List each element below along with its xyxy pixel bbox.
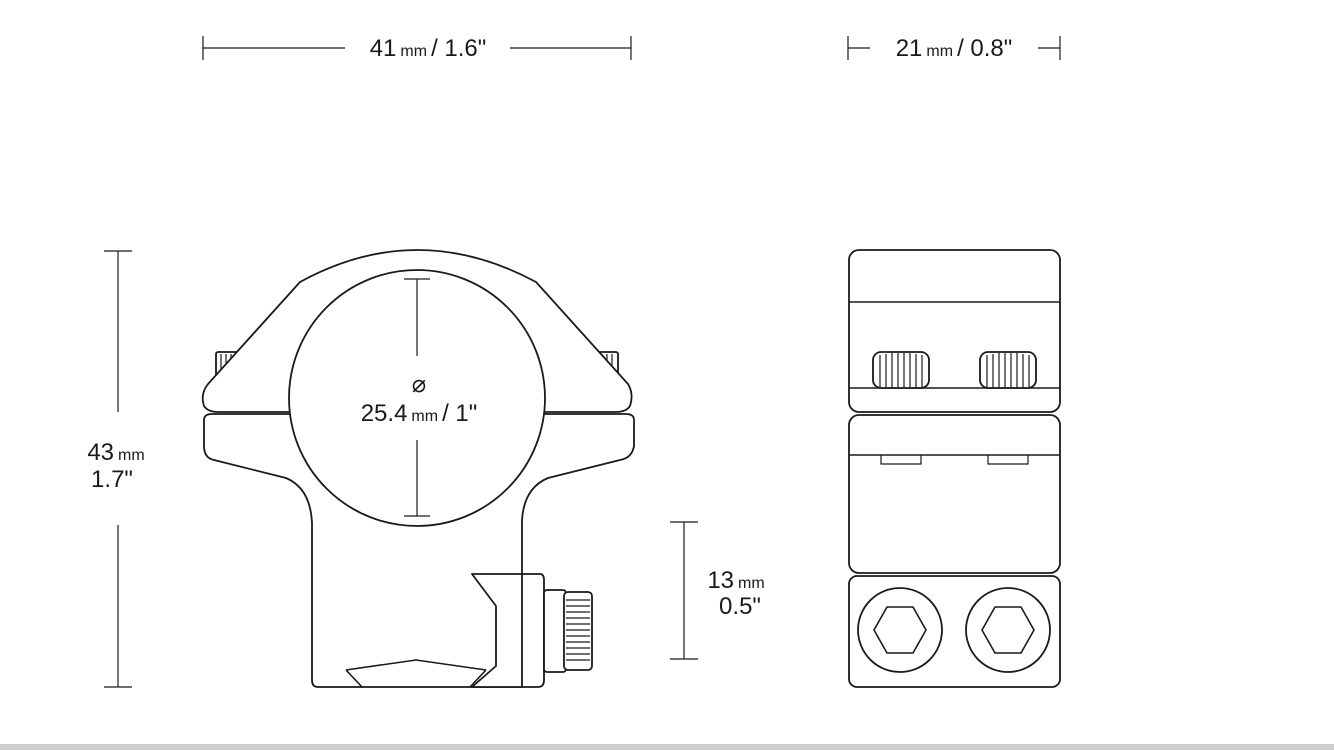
side-screw-left (872, 351, 930, 389)
diameter-unit: mm (411, 408, 438, 425)
width-unit: mm (400, 43, 427, 60)
depth-unit: mm (926, 43, 953, 60)
scope-bore (288, 269, 546, 527)
bottom-rule (0, 744, 1334, 750)
depth-imperial: / 0.8" (957, 35, 1012, 62)
height-unit: mm (118, 447, 145, 464)
dovetail-groove (345, 659, 487, 671)
clamp-jaw (471, 573, 523, 688)
width-value: 41 (370, 35, 397, 62)
diameter-imperial: / 1" (442, 400, 477, 427)
ring-lower-base (203, 413, 635, 688)
height-value: 43 (87, 439, 114, 466)
base-unit: mm (738, 575, 765, 592)
diameter-symbol: ⌀ (412, 371, 426, 398)
width-imperial: / 1.6" (431, 35, 486, 62)
diameter-value: 25.4 (361, 400, 408, 427)
hex-bolt-right (965, 587, 1051, 673)
hex-bolt-left (857, 587, 943, 673)
side-middle-block (848, 414, 1061, 574)
side-view (848, 249, 1061, 688)
base-imperial: 0.5" (719, 593, 761, 620)
base-value: 13 (707, 567, 734, 594)
side-screw-right (979, 351, 1037, 389)
depth-value: 21 (896, 35, 923, 62)
height-imperial: 1.7" (91, 466, 133, 493)
clamp-knob (563, 591, 593, 671)
clamp-knob-base (543, 589, 567, 673)
